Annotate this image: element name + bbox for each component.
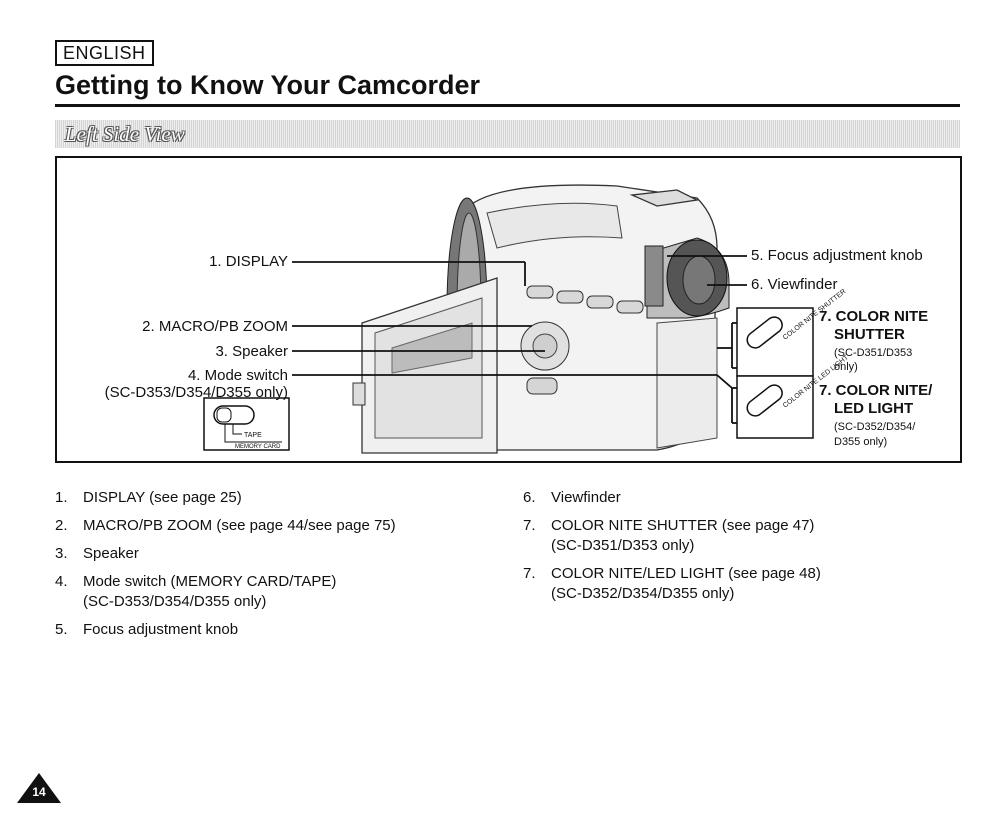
list-item: 5. Focus adjustment knob [55,620,485,640]
callout-focus-knob: 5. Focus adjustment knob [751,247,923,264]
list-item-text: DISPLAY (see page 25) [83,489,242,506]
callout-nite-shutter-models-2: only) [834,361,858,373]
viewfinder-lens [682,255,716,305]
page-number-badge: 14 [16,772,62,804]
camcorder-figure: COLOR NITE SHUTTER COLOR NITE LED LIGHT … [55,156,962,463]
list-item-text: COLOR NITE/LED LIGHT (see page 48) [551,565,821,582]
list-item-number: 7. [523,517,536,534]
switch-memory-label: MEMORY CARD [235,444,281,450]
parts-list-left: 1. DISPLAY (see page 25) 2. MACRO/PB ZOO… [55,488,485,640]
list-item: 1. DISPLAY (see page 25) [55,488,485,508]
speaker-center [532,333,558,359]
callout-speaker: 3. Speaker [215,343,288,360]
callout-nite-shutter-models-1: (SC-D351/D353 [834,347,913,359]
list-item-number: 6. [523,489,536,506]
side-buttons [526,285,644,314]
mode-switch-inset: TAPE MEMORY CARD [203,397,290,451]
list-item-text: Viewfinder [551,489,621,506]
callout-nite-shutter-2: SHUTTER [834,326,905,343]
focus-knob [644,245,664,307]
list-item: 6. Viewfinder [523,488,953,508]
section-header: Left Side View [55,120,960,148]
list-item-subtext: (SC-D353/D354/D355 only) [83,593,267,610]
list-item-number: 1. [55,489,68,506]
callout-viewfinder: 6. Viewfinder [751,276,838,293]
callout-mode-switch: 4. Mode switch [187,367,288,384]
page-title: Getting to Know Your Camcorder [55,70,481,100]
list-item-text: COLOR NITE SHUTTER (see page 47) [551,517,815,534]
camcorder-illustration: COLOR NITE SHUTTER COLOR NITE LED LIGHT … [203,184,851,454]
list-item-number: 2. [55,517,68,534]
top-grip [486,202,623,249]
list-item: 7. COLOR NITE/LED LIGHT (see page 48) (S… [523,564,953,604]
callout-mode-switch-models: (SC-D353/D354/D355 only) [104,384,288,401]
list-item-subtext: (SC-D351/D353 only) [551,537,695,554]
list-item-text: Focus adjustment knob [83,621,239,638]
list-item-text: MACRO/PB ZOOM (see page 44/see page 75) [83,517,396,534]
lcd-panel [352,277,498,454]
page-number: 14 [32,785,46,799]
list-item: 2. MACRO/PB ZOOM (see page 44/see page 7… [55,516,485,536]
callout-display: 1. DISPLAY [209,253,288,270]
callout-nite-shutter: 7. COLOR NITE [819,308,929,325]
leader-lines [292,255,747,424]
callout-macro-pb-zoom: 2. MACRO/PB ZOOM [142,318,288,335]
nite-shutter-button-box: COLOR NITE SHUTTER [736,288,848,377]
list-item-text: Speaker [83,545,139,562]
triangle-icon [17,773,61,803]
callout-nite-led-2: LED LIGHT [834,400,914,417]
hand-strap [656,317,718,449]
list-item-text: Mode switch (MEMORY CARD/TAPE) [83,573,337,590]
list-item-subtext: (SC-D352/D354/D355 only) [551,585,735,602]
list-item-number: 3. [55,545,68,562]
mode-switch [526,377,558,395]
section-label: Left Side View [65,122,185,146]
parts-list-right: 6. Viewfinder 7. COLOR NITE SHUTTER (see… [523,488,953,604]
list-item: 4. Mode switch (MEMORY CARD/TAPE) (SC-D3… [55,572,485,612]
language-label: ENGLISH [55,40,154,66]
callout-nite-led: 7. COLOR NITE/ [819,382,933,399]
list-item: 7. COLOR NITE SHUTTER (see page 47) (SC-… [523,516,953,556]
list-item: 3. Speaker [55,544,485,564]
title-divider [55,104,960,107]
switch-tape-label: TAPE [244,432,262,439]
callout-nite-led-models-2: D355 only) [834,436,888,448]
list-item-number: 5. [55,621,68,638]
callout-nite-led-models-1: (SC-D352/D354/ [834,421,916,433]
list-item-number: 4. [55,573,68,590]
list-item-number: 7. [523,565,536,582]
